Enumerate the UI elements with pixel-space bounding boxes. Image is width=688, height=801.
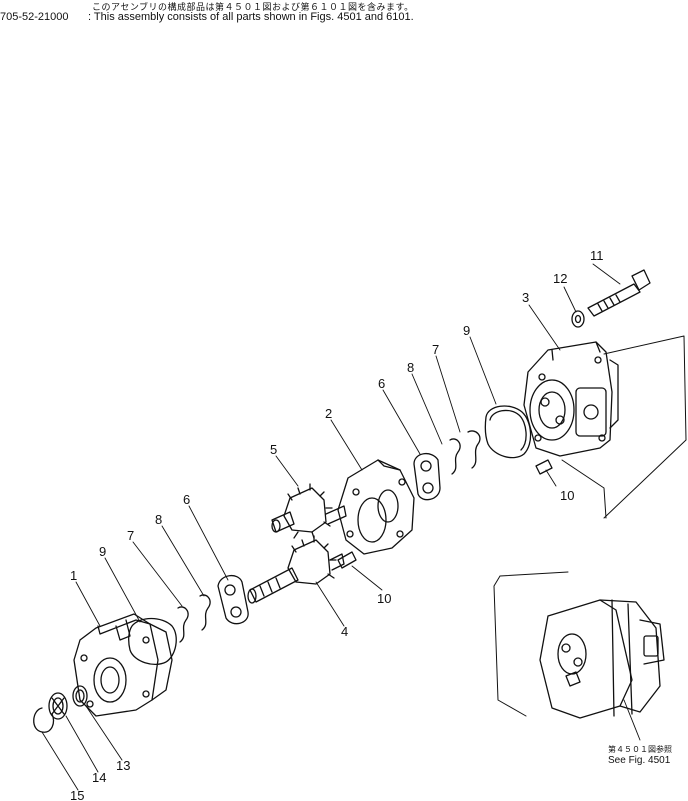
callout-8-left: 8 [155, 512, 162, 527]
part-4-shaft-gear [247, 535, 345, 604]
callout-8-right: 8 [407, 360, 414, 375]
callout-6-left: 6 [183, 492, 190, 507]
part-14-bearing [48, 692, 68, 720]
part-6-plate-left [217, 575, 249, 625]
japanese-note: このアセンブリの構成部品は第４５０１図および第６１０１図を含みます。 [92, 3, 414, 13]
callout-11: 11 [590, 248, 604, 263]
part-9-o-ring-left [128, 617, 177, 665]
callout-15: 15 [70, 788, 84, 801]
callout-3: 3 [522, 290, 529, 305]
callout-1: 1 [70, 568, 77, 583]
part-11-bolt [587, 269, 651, 317]
callout-7-left: 7 [127, 528, 134, 543]
part-12-washer [571, 310, 585, 328]
reference-note-japanese: 第４５０１図参照 [608, 745, 672, 754]
part-6-plate-right [413, 453, 441, 501]
callout-10-left: 10 [377, 591, 391, 606]
callout-5: 5 [270, 442, 277, 457]
part-3-rear-cover [523, 341, 619, 457]
part-5-drive-gear [271, 483, 347, 539]
english-note: : This assembly consists of all parts sh… [88, 11, 414, 23]
part-7-ring-right [467, 430, 481, 469]
part-8-ring-left [199, 594, 211, 631]
part-7-ring-left [177, 606, 189, 643]
part-8-ring-right [449, 438, 461, 475]
callout-12: 12 [553, 271, 567, 286]
callout-4: 4 [341, 624, 348, 639]
callout-13: 13 [116, 758, 130, 773]
callout-6-right: 6 [378, 376, 385, 391]
callout-14: 14 [92, 770, 106, 785]
part-13-seal [72, 685, 88, 707]
part-number: 705-52-21000 [0, 11, 69, 23]
callout-2: 2 [325, 406, 332, 421]
part-9-o-ring-right [484, 405, 532, 459]
part-15-snap-ring [33, 707, 55, 733]
reference-assembly [539, 599, 665, 719]
part-2-gear-case [337, 459, 415, 555]
part-1-front-body [73, 613, 173, 717]
callout-10-right: 10 [560, 488, 574, 503]
part-10-pin-right [535, 459, 553, 475]
reference-note-english: See Fig. 4501 [608, 755, 671, 766]
callout-9-left: 9 [99, 544, 106, 559]
callout-7-right: 7 [432, 342, 439, 357]
callout-9-right: 9 [463, 323, 470, 338]
header: このアセンブリの構成部品は第４５０１図および第６１０１図を含みます。 705-5… [0, 0, 688, 24]
